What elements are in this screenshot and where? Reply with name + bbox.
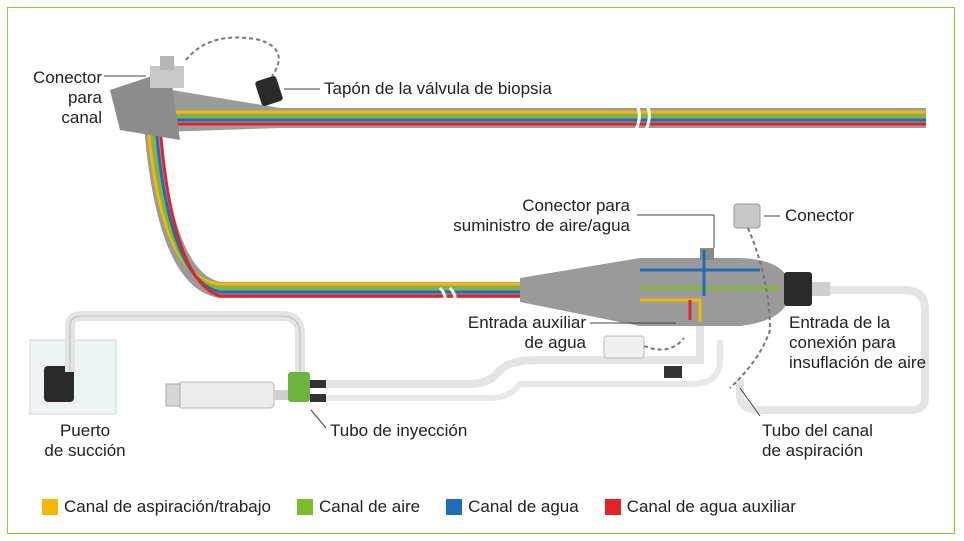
injection-tubing xyxy=(326,300,704,388)
connector-cap xyxy=(729,203,772,389)
legend-label: Canal de agua auxiliar xyxy=(626,497,796,516)
legend: Canal de aspiración/trabajo Canal de air… xyxy=(42,497,822,517)
legend-label: Canal de aire xyxy=(318,497,421,516)
umbilical-cable xyxy=(142,95,640,298)
legend-swatch xyxy=(446,499,463,515)
legend-swatch xyxy=(296,499,313,515)
label-channel-connector: Conector para canal xyxy=(33,68,102,127)
legend-item-water: Canal de agua xyxy=(446,497,579,517)
legend-label: Canal de agua xyxy=(468,497,579,516)
label-biopsy-valve-cap: Tapón de la válvula de biopsia xyxy=(324,79,552,98)
legend-swatch xyxy=(604,499,621,515)
aux-water-cap xyxy=(603,335,685,378)
insertion-tube xyxy=(160,88,926,137)
label-aux-water-inlet: Entrada auxiliar de agua xyxy=(467,313,586,352)
air-insufflation-tubing xyxy=(736,286,929,414)
label-air-insufflation-inlet: Entrada de la conexión para insuflación … xyxy=(789,313,927,372)
label-aspiration-channel-tube: Tubo del canal de aspiración xyxy=(762,421,873,460)
label-suction-port: Puerto de succión xyxy=(44,421,126,460)
label-injection-tube: Tubo de inyección xyxy=(330,421,468,440)
legend-label: Canal de aspiración/trabajo xyxy=(64,497,271,516)
legend-item-air: Canal de aire xyxy=(296,497,421,517)
connector-body xyxy=(438,248,830,326)
three-way-valve xyxy=(288,372,326,402)
legend-item-aux-water: Canal de agua auxiliar xyxy=(604,497,796,517)
legend-swatch xyxy=(42,499,58,515)
label-connector: Conector xyxy=(785,206,854,225)
control-head xyxy=(110,36,283,140)
syringe xyxy=(165,381,290,409)
label-air-water-connector: Conector para suministro de aire/agua xyxy=(453,196,630,235)
legend-item-aspiration: Canal de aspiración/trabajo xyxy=(42,497,271,517)
leader-lines xyxy=(104,75,780,429)
